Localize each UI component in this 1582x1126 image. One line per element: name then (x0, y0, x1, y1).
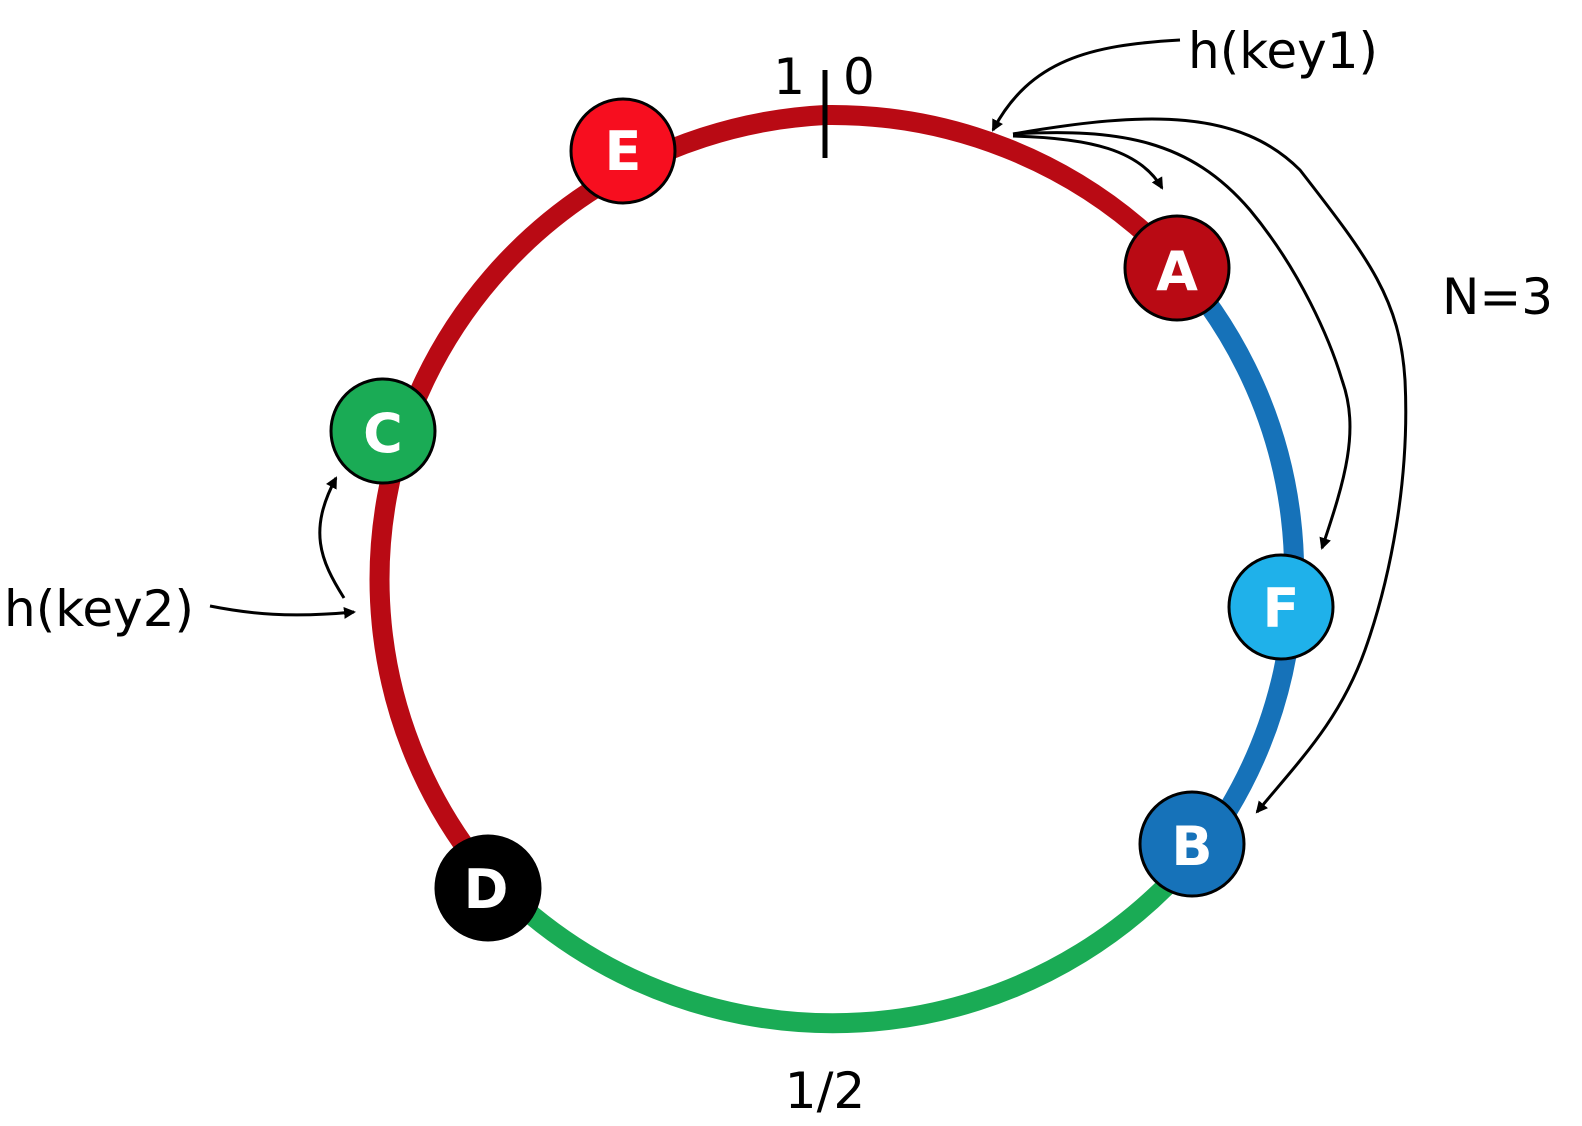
ring-arc-red (369, 104, 1167, 861)
ring-arc-blue (1152, 239, 1305, 816)
label-replication-factor: N=3 (1442, 268, 1553, 326)
ring (369, 104, 1305, 1034)
node-b: B (1138, 790, 1246, 898)
node-f-circle (1227, 553, 1335, 661)
ring-arc-green (463, 804, 1237, 1034)
label-one: 1 (773, 48, 805, 106)
node-c-circle (329, 377, 437, 485)
label-key2: h(key2) (4, 580, 194, 638)
node-c: C (329, 377, 437, 485)
node-e: E (569, 97, 677, 205)
arrow-key1-to-node-f (1012, 131, 1352, 550)
node-d-label: D (464, 858, 509, 921)
arrow-key1-to-node-a (1012, 134, 1164, 190)
node-b-label: B (1171, 815, 1212, 878)
node-a-label: A (1156, 240, 1198, 303)
node-a-circle (1123, 214, 1231, 322)
arrows (209, 38, 1408, 814)
node-c-label: C (363, 402, 403, 465)
node-e-label: E (605, 120, 642, 183)
node-d-circle (434, 834, 542, 942)
arrow-key1-to-node-b (1012, 117, 1408, 814)
node-e-circle (569, 97, 677, 205)
label-zero: 0 (843, 48, 875, 106)
arrow-key2-to-node-c (318, 476, 346, 599)
node-b-circle (1138, 790, 1246, 898)
node-f-label: F (1263, 577, 1300, 640)
label-half: 1/2 (785, 1062, 865, 1120)
label-key1: h(key1) (1188, 22, 1378, 80)
arrow-key1-to-ring (991, 38, 1181, 132)
node-a: A (1123, 214, 1231, 322)
arrow-key2-to-ring (209, 604, 356, 619)
node-d: D (434, 834, 542, 942)
node-f: F (1227, 553, 1335, 661)
